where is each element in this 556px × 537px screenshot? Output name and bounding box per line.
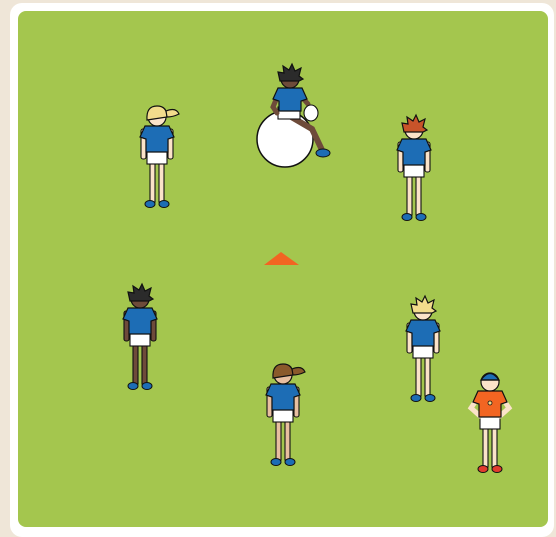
player-icon	[397, 115, 431, 221]
player-icon	[140, 106, 179, 208]
cone-marker-icon	[264, 252, 299, 265]
player-icon	[406, 296, 440, 402]
player-icon	[123, 284, 157, 390]
coach-icon	[471, 373, 509, 473]
player-icon	[266, 364, 305, 466]
